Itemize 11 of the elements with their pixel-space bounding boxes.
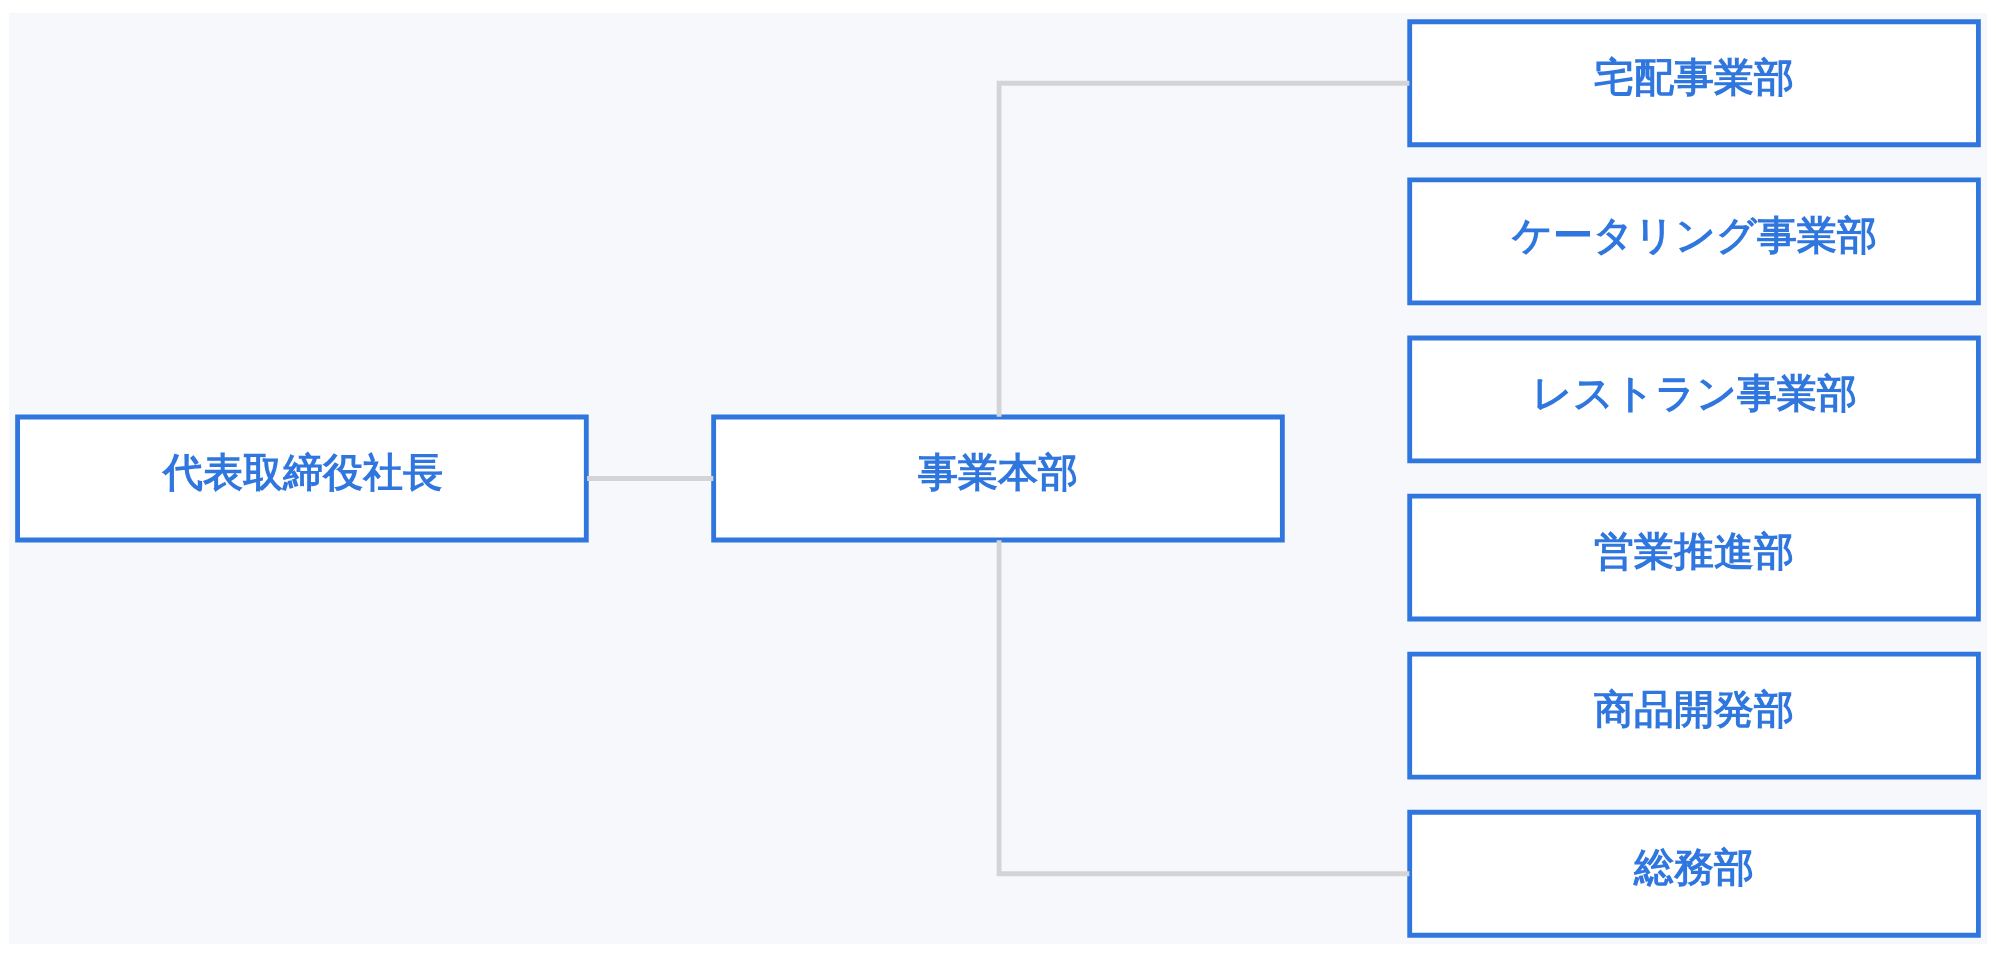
node-box: ケータリング事業部 bbox=[1407, 176, 1981, 305]
connector bbox=[996, 80, 1410, 417]
node-box: レストラン事業部 bbox=[1407, 335, 1981, 463]
node-box: 営業推進部 bbox=[1407, 493, 1981, 621]
node-box: 宅配事業部 bbox=[1407, 18, 1981, 147]
node-box: 商品開発部 bbox=[1407, 651, 1981, 780]
connector bbox=[587, 475, 714, 481]
node-box: 事業本部 bbox=[711, 414, 1285, 542]
connector bbox=[996, 539, 1410, 876]
node-box: 代表取締役社長 bbox=[15, 414, 589, 542]
node-box: 総務部 bbox=[1407, 809, 1981, 938]
